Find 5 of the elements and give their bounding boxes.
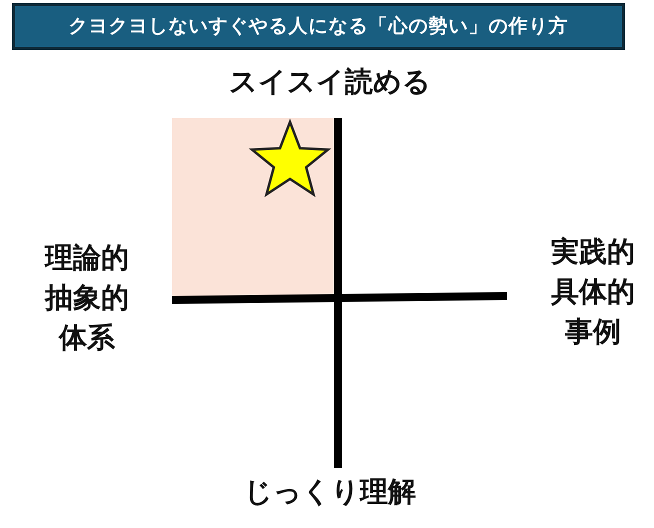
title-banner: クヨクヨしないすぐやる人になる「心の勢い」の作り方 [12,3,625,50]
axis-label: 理論的抽象的体系 [43,240,130,356]
axis-label: スイスイ読める [228,64,432,100]
axis-label: じっくり理解 [243,474,417,510]
axis-label: 実践的具体的事例 [550,234,636,350]
